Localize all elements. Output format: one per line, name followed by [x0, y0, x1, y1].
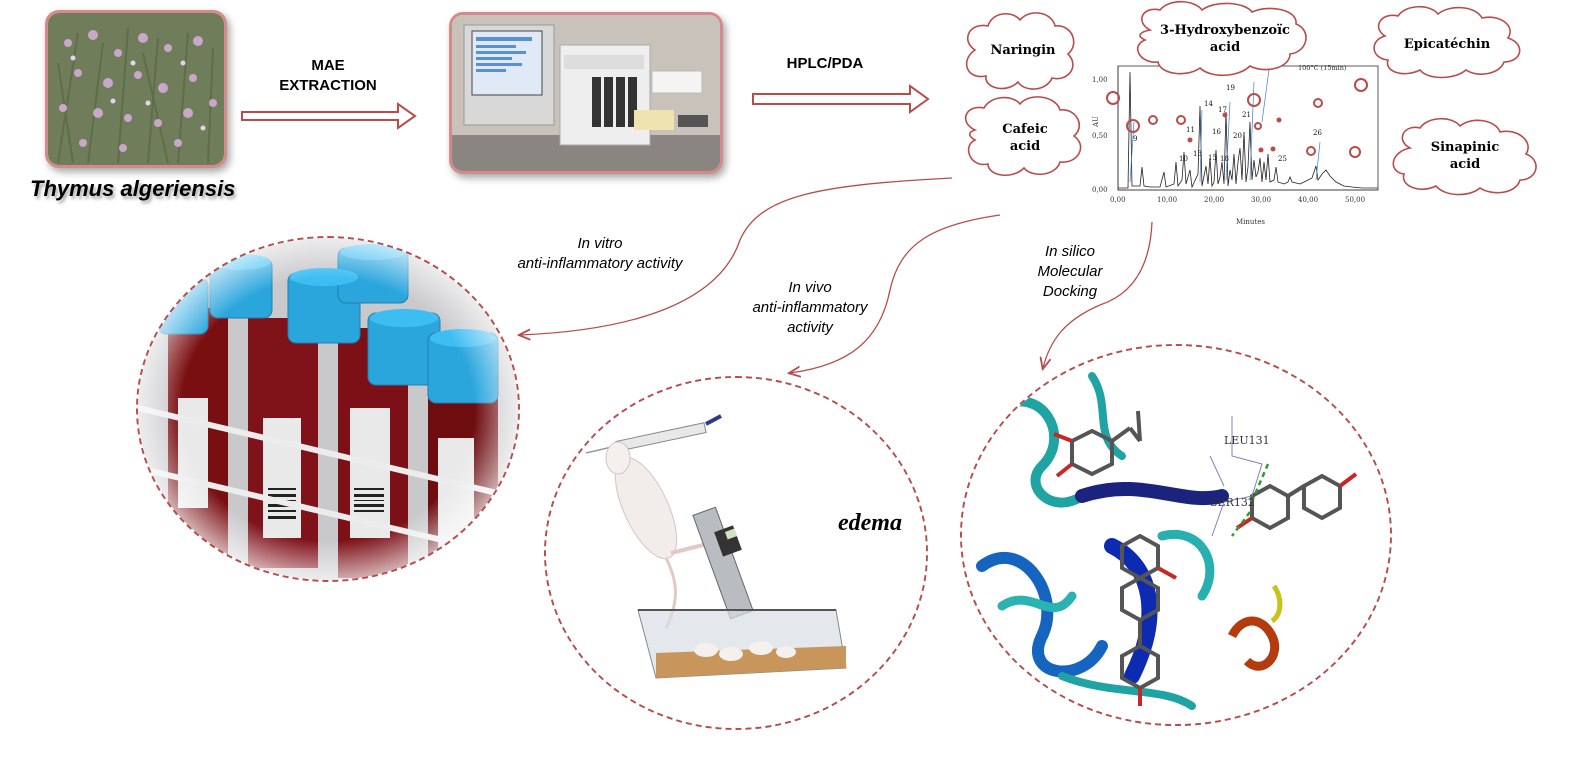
chromatogram: 1,00 0,50 0,00 AU 0,00 10,00 20,00 30,00… [1092, 62, 1379, 226]
protein-ribbons [976, 372, 1229, 710]
in-vivo-line3: activity [787, 319, 833, 336]
cloud-label-naringin: Naringin [990, 43, 1056, 58]
in-vivo-image [546, 378, 926, 728]
sinapinic-line2: acid [1449, 157, 1481, 172]
in-vitro-circle [136, 236, 520, 582]
in-vivo-circle [544, 376, 928, 730]
chromatogram-blue-trace [1129, 62, 1321, 183]
curved-arrow-in-vivo [790, 214, 1001, 373]
x-tick-2: 10,00 [1157, 196, 1177, 204]
caliper-icon [692, 506, 754, 620]
in-vivo-line2: anti-inflammatory [752, 299, 868, 316]
in-silico-line2: Molecular [1037, 263, 1103, 280]
cloud-label-sinapinic: Sinapinic acid [1420, 139, 1510, 173]
in-vivo-line1: In vivo [788, 279, 832, 296]
peak-label-14: 14 [1204, 100, 1213, 108]
in-vitro-line1: In vitro [577, 235, 623, 252]
extraction-label-line1: MAE [311, 57, 345, 74]
in-vitro-line2: anti-inflammatory activity [517, 255, 683, 272]
hydrogen-bonds [1231, 463, 1270, 537]
x-tick-5: 40,00 [1298, 196, 1318, 204]
cloud-cafeic [964, 96, 1082, 176]
cloud-label-hydroxybenzoic: 3-Hydroxybenzoïc acid [1150, 22, 1300, 56]
x-tick-4: 30,00 [1251, 196, 1271, 204]
sinapinic-line1: Sinapinic [1430, 140, 1500, 155]
peak-label-9: 9 [1133, 135, 1137, 143]
in-vitro-label: In vitro anti-inflammatory activity [480, 234, 720, 274]
peak-label-10: 10 [1179, 155, 1188, 163]
blood-tubes-image [138, 238, 518, 580]
curved-arrow-in-silico [1043, 221, 1153, 368]
cloud-epicatechin [1373, 5, 1521, 79]
extraction-label-line2: EXTRACTION [279, 77, 377, 94]
binding-site-ligand [1235, 472, 1358, 531]
small-helix [1227, 584, 1283, 671]
compound-dots [1187, 112, 1282, 153]
peak-label-16: 16 [1212, 128, 1221, 136]
hplc-label: HPLC/PDA [786, 55, 864, 72]
peak-label-19: 19 [1226, 84, 1235, 92]
cafeic-line1: Cafeic [1002, 122, 1048, 137]
hydroxybenzoic-line2: acid [1209, 40, 1241, 55]
peak-label-18: 18 [1220, 155, 1229, 163]
x-axis-label: Minutes [1236, 218, 1265, 226]
ligand-molecule-2 [1120, 533, 1177, 706]
peak-label-21: 21 [1242, 111, 1251, 119]
hydroxybenzoic-line1: 3-Hydroxybenzoïc [1160, 23, 1290, 38]
x-tick-3: 20,00 [1204, 196, 1224, 204]
peak-label-11: 11 [1186, 126, 1195, 134]
cafeic-line2: acid [1009, 139, 1041, 154]
peak-label-17: 17 [1218, 106, 1227, 114]
chromatogram-annotation: 100°C (15min) [1298, 64, 1347, 72]
block-arrow-extraction [241, 102, 417, 130]
cloud-label-cafeic: Cafeic acid [985, 121, 1065, 155]
cage-icon [637, 609, 847, 679]
residue-ser132: SER132 [1210, 496, 1255, 509]
y-tick-3: 0,00 [1092, 186, 1108, 194]
thymus-plant-photo [45, 10, 227, 168]
edema-label: edema [838, 510, 902, 536]
cloud-sinapinic [1392, 117, 1537, 196]
residue-leu131: LEU131 [1224, 434, 1270, 447]
y-axis-label: AU [1092, 116, 1100, 128]
species-label: Thymus algeriensis [30, 176, 236, 201]
hplc-instrument-photo [449, 12, 723, 174]
extraction-label: MAE EXTRACTION [268, 56, 388, 96]
peak-label-26: 26 [1313, 129, 1322, 137]
peak-label-15: 15 [1208, 154, 1217, 162]
peak-label-20: 20 [1233, 132, 1242, 140]
x-tick-1: 0,00 [1110, 196, 1126, 204]
cloud-hydroxybenzoic [1136, 0, 1307, 77]
block-arrow-hplc [752, 84, 930, 114]
in-silico-circle: LEU131 SER132 [960, 344, 1392, 726]
residue-wireframe [1209, 416, 1263, 537]
y-tick-2: 0,50 [1092, 132, 1108, 140]
x-tick-6: 50,00 [1345, 196, 1365, 204]
chromatogram-trace [1118, 71, 1378, 189]
ligand-molecule-1 [1053, 410, 1142, 478]
compound-markers [1106, 78, 1368, 158]
in-silico-line1: In silico [1044, 243, 1096, 260]
in-silico-line3: Docking [1042, 283, 1098, 300]
cloud-naringin [965, 12, 1075, 90]
cloud-label-epicatechin: Epicatéchin [1403, 37, 1491, 52]
instrument-image [452, 15, 720, 171]
rat-icon [605, 441, 712, 629]
peak-labels: 9 10 11 13 14 15 16 17 18 19 20 21 25 26 [1133, 84, 1322, 163]
in-silico-label: In silico Molecular Docking [1010, 242, 1130, 302]
peak-label-13: 13 [1193, 150, 1202, 158]
curved-arrow-in-vitro [520, 177, 953, 335]
in-vivo-label: In vivo anti-inflammatory activity [725, 278, 895, 338]
y-tick-1: 1,00 [1092, 76, 1108, 84]
plant-image [48, 13, 224, 165]
peak-label-25: 25 [1278, 155, 1287, 163]
docking-image: LEU131 SER132 [962, 346, 1390, 724]
